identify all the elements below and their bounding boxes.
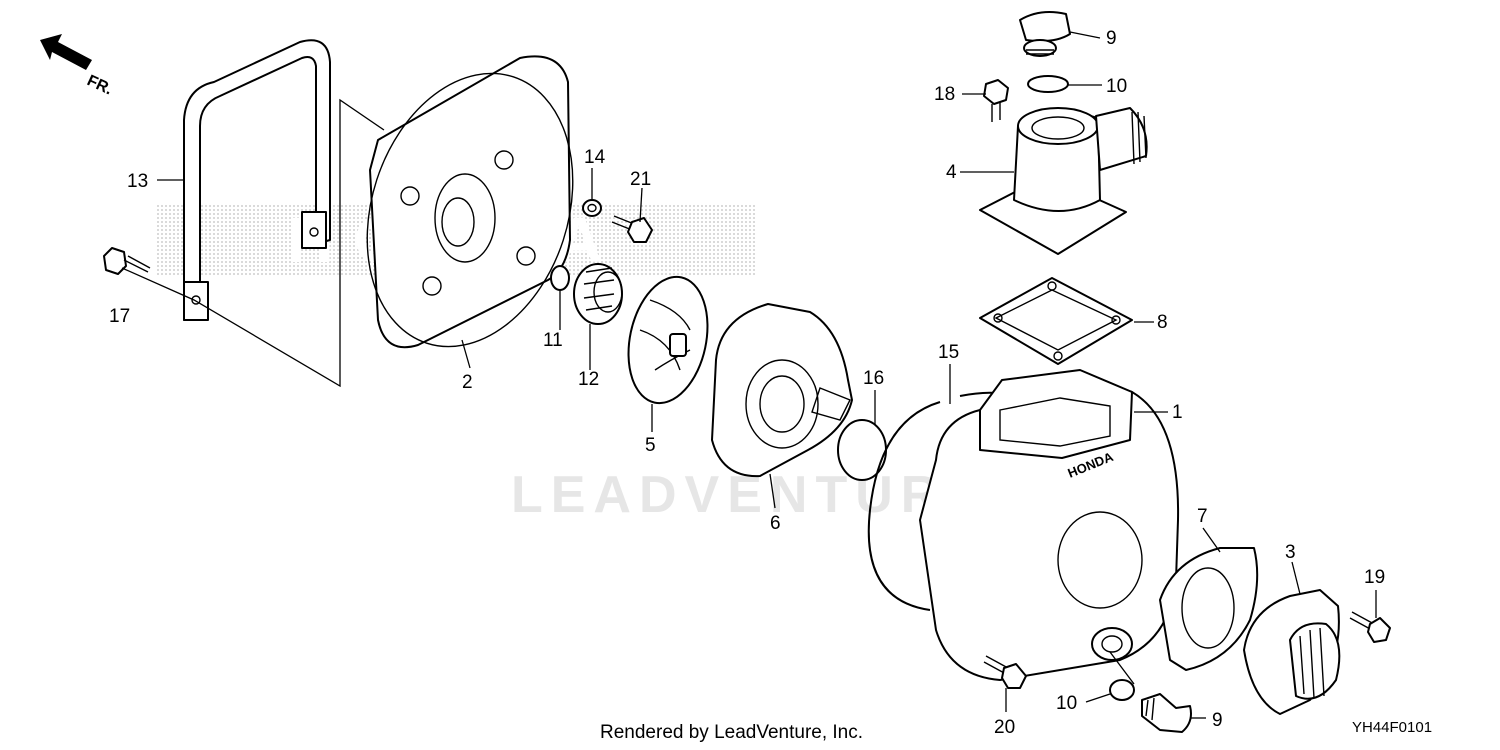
part-7-gasket [1159, 547, 1259, 671]
part-14-washer [582, 199, 602, 217]
callout-9-bottom: 9 [1212, 710, 1223, 731]
callout-10-bottom: 10 [1056, 693, 1077, 714]
callout-18: 18 [934, 84, 955, 105]
callout-5: 5 [645, 435, 656, 456]
part-1-pump-casing: HONDA [919, 369, 1180, 681]
part-10-top-washer [1027, 75, 1069, 93]
callout-9-top: 9 [1106, 28, 1117, 49]
callout-16: 16 [863, 368, 884, 389]
part-3-cover [1243, 589, 1341, 715]
part-21-bolt [611, 215, 653, 243]
part-16-o-ring [837, 419, 887, 481]
part-8-gasket [979, 277, 1133, 365]
part-2-plate [366, 55, 574, 349]
callout-13: 13 [127, 171, 148, 192]
direction-label: FR. [84, 72, 115, 98]
part-13-frame [183, 39, 331, 321]
part-18-bolt [983, 79, 1009, 122]
diagram-code: YH44F0101 [1352, 719, 1432, 736]
part-12-seal [573, 263, 623, 325]
callout-20: 20 [994, 717, 1015, 738]
front-direction-arrow: FR. [40, 34, 115, 99]
part-20-bolt [983, 655, 1027, 689]
callout-12: 12 [578, 369, 599, 390]
callout-1: 1 [1172, 402, 1183, 423]
callout-2: 2 [462, 372, 473, 393]
callout-7: 7 [1197, 506, 1208, 527]
callout-14: 14 [584, 147, 606, 168]
part-17-bolt [103, 247, 151, 275]
part-4-outlet-elbow [979, 107, 1148, 255]
callout-19: 19 [1364, 567, 1385, 588]
part-5-impeller [627, 275, 709, 405]
arrow-icon [40, 34, 92, 70]
part-10-bottom-washer [1109, 679, 1135, 701]
part-9-bottom-plug [1141, 693, 1192, 733]
rendered-by-footer: Rendered by LeadVenture, Inc. [600, 722, 863, 743]
callout-21: 21 [630, 169, 651, 190]
part-6-volute [711, 303, 853, 478]
callout-15: 15 [938, 342, 959, 363]
part-19-bolt [1349, 611, 1391, 643]
callout-11: 11 [543, 330, 563, 351]
callout-4: 4 [946, 162, 957, 183]
callout-17: 17 [109, 306, 130, 327]
part-11-clip [550, 265, 570, 291]
leader-lines [121, 31, 1377, 719]
part-9-top-plug [1019, 11, 1071, 57]
callout-10-top: 10 [1106, 76, 1127, 97]
callout-8: 8 [1157, 312, 1168, 333]
callout-labels: 13 17 2 11 14 21 12 5 6 16 15 1 8 4 18 9… [109, 28, 1385, 738]
callout-3: 3 [1285, 542, 1296, 563]
callout-6: 6 [770, 513, 781, 534]
